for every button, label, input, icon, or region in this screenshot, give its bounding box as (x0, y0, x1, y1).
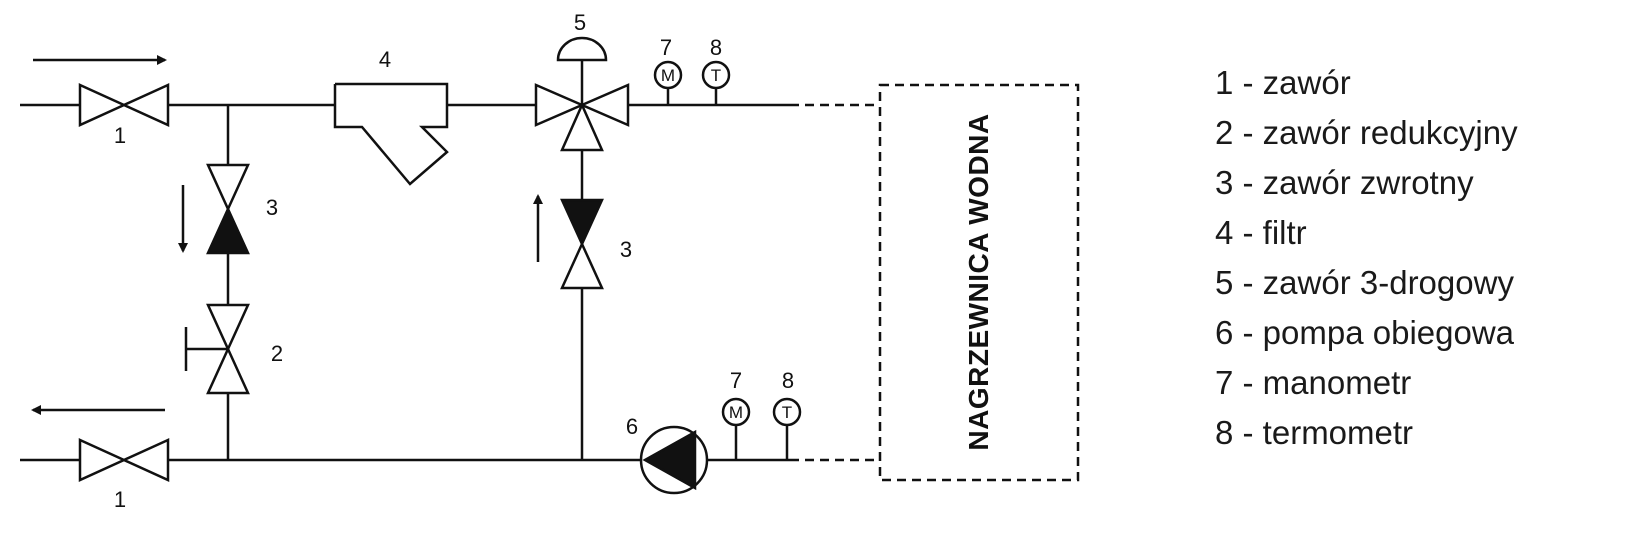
valve-1-bottom-symbol (120, 438, 170, 482)
water-heater-label: NAGRZEWNICA WODNA (963, 113, 994, 450)
thermometer-letter-bottom: T (782, 403, 792, 422)
water-heater-box (878, 83, 1080, 482)
legend-item: 8 - termometr (1215, 414, 1414, 451)
three-way-valve-5-actuator (556, 36, 608, 62)
valve-1-top-symbol (120, 83, 170, 127)
manometer-7-bottom-symbol (721, 397, 751, 427)
check-valve-3-left-symbol (206, 205, 250, 255)
thermometer-8-bottom-symbol (772, 397, 802, 427)
label-manometer-7-top: 7 (660, 35, 672, 60)
label-three-way-valve-5: 5 (574, 10, 586, 35)
manometer-letter-bottom: M (729, 403, 743, 422)
valve-1-bottom-symbol (78, 438, 128, 482)
reducing-valve-2-symbol (206, 345, 250, 395)
label-thermometer-8-top: 8 (710, 35, 722, 60)
reducing-valve-2-symbol (206, 303, 250, 353)
three-way-valve-5-symbol (578, 83, 630, 127)
circulation-pump-6-impeller (642, 429, 697, 491)
manometer-7-top-symbol (653, 60, 683, 90)
legend-item: 6 - pompa obiegowa (1215, 314, 1515, 351)
check-valve-3-right-symbol (560, 240, 604, 290)
filter-4-symbol (333, 82, 449, 186)
label-check-valve-3-right: 3 (620, 237, 632, 262)
label-manometer-7-bottom: 7 (730, 368, 742, 393)
label-filter-4: 4 (379, 47, 391, 72)
circulation-pump-6-symbol (639, 425, 709, 495)
legend-item: 2 - zawór redukcyjny (1215, 114, 1518, 151)
legend-item: 7 - manometr (1215, 364, 1412, 401)
three-way-valve-5-symbol (560, 101, 604, 152)
manometer-letter-top: M (661, 66, 675, 85)
label-valve-1-top: 1 (114, 123, 126, 148)
thermometer-letter-top: T (711, 66, 721, 85)
valve-1-top-symbol (78, 83, 128, 127)
thermometer-8-top-symbol (701, 60, 731, 90)
legend-item: 4 - filtr (1215, 214, 1307, 251)
legend-item: 3 - zawór zwrotny (1215, 164, 1474, 201)
legend-item: 1 - zawór (1215, 64, 1351, 101)
label-thermometer-8-bottom: 8 (782, 368, 794, 393)
label-valve-1-bottom: 1 (114, 487, 126, 512)
check-valve-3-left-symbol (206, 163, 250, 213)
legend-item: 5 - zawór 3-drogowy (1215, 264, 1514, 301)
label-circulation-pump-6: 6 (626, 414, 638, 439)
check-valve-3-right-symbol (560, 198, 604, 248)
legend: 1 - zawór 2 - zawór redukcyjny 3 - zawór… (1215, 58, 1518, 458)
label-reducing-valve-2: 2 (271, 341, 283, 366)
three-way-valve-5-symbol (534, 83, 586, 127)
label-check-valve-3-left: 3 (266, 195, 278, 220)
